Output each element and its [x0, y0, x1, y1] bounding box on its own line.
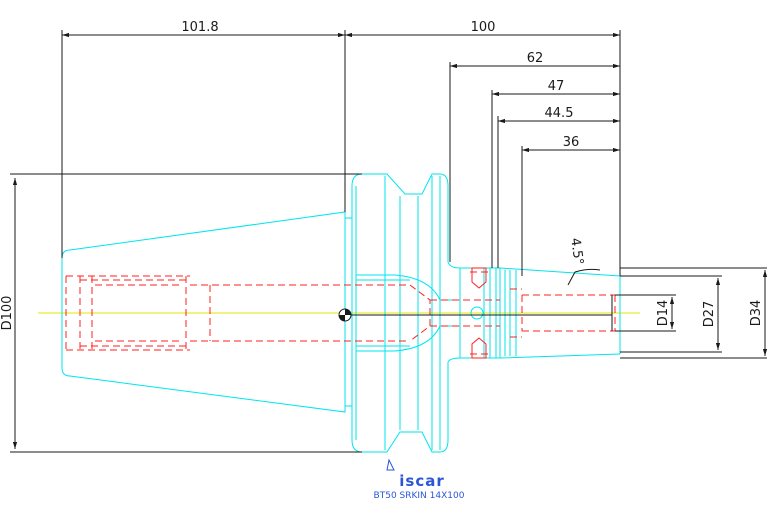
drawing-caption: BT50 SRKIN 14X100 — [374, 491, 465, 501]
dim-d100: D100 — [0, 296, 15, 331]
axis-geometry — [345, 295, 613, 331]
hidden-lines — [65, 271, 616, 355]
logo-text: iscar — [399, 472, 444, 490]
dim-101-8: 101.8 — [181, 20, 218, 35]
dim-47: 47 — [548, 79, 565, 94]
dim-angle: 4.5° — [567, 237, 586, 266]
dim-d34: D34 — [749, 300, 764, 327]
dim-d27: D27 — [702, 301, 717, 328]
dimension-arrows — [12, 32, 767, 449]
dim-100: 100 — [471, 20, 496, 35]
dim-36: 36 — [563, 135, 580, 150]
retention-screws — [471, 267, 487, 359]
dim-d14: D14 — [656, 300, 671, 327]
iscar-logo: iscar — [386, 458, 444, 490]
dim-62: 62 — [527, 51, 544, 66]
dim-44-5: 44.5 — [545, 106, 574, 121]
dimension-lines — [10, 30, 767, 453]
gauge-point-icon — [338, 308, 352, 322]
tool-outline — [61, 173, 621, 453]
